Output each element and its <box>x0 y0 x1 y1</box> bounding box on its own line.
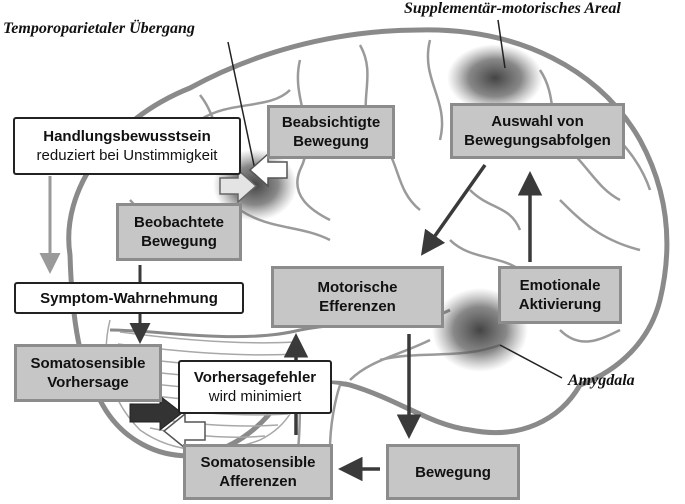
box-emotional-activation-line2: Aktivierung <box>518 296 602 313</box>
box-somatosensory-afferents: Somatosensible Afferenzen <box>183 444 333 500</box>
note-prediction-error-subtitle: wird minimiert <box>208 388 302 405</box>
compare-arrow-right-lower <box>129 394 183 432</box>
label-sma: Supplementär-motorisches Areal <box>404 0 621 17</box>
box-movement-label: Bewegung <box>415 463 491 481</box>
arrow-selection-to-efferents <box>420 163 487 256</box>
box-observed-movement: Beobachtete Bewegung <box>116 203 242 261</box>
note-agency-title: Handlungsbewusstsein <box>43 128 211 145</box>
box-intended-movement-line2: Bewegung <box>293 133 369 150</box>
box-motor-efferents-line1: Motorische <box>317 279 398 296</box>
box-somatosensory-prediction-line2: Vorhersage <box>47 374 129 391</box>
box-emotional-activation: Emotionale Aktivierung <box>498 266 622 324</box>
box-observed-movement-line2: Bewegung <box>141 233 217 250</box>
box-somatosensory-afferents-line2: Afferenzen <box>219 473 297 490</box>
box-movement: Bewegung <box>386 444 520 500</box>
label-temporoparietal: Temporoparietaler Übergang <box>3 20 195 37</box>
box-somatosensory-prediction: Somatosensible Vorhersage <box>14 344 162 402</box>
box-observed-movement-line1: Beobachtete <box>133 214 225 231</box>
blob-sma <box>447 44 543 112</box>
box-somatosensory-afferents-line1: Somatosensible <box>200 454 316 471</box>
compare-arrow-left-lower <box>162 412 206 450</box>
pointer-amygdala <box>499 344 563 379</box>
compare-arrow-right-upper <box>219 168 258 204</box>
label-amygdala: Amygdala <box>568 372 635 389</box>
note-symptom-perception: Symptom-Wahrnehmung <box>14 282 244 314</box>
box-emotional-activation-line1: Emotionale <box>519 277 601 294</box>
pointer-sma <box>497 19 506 69</box>
compare-arrow-left-upper <box>248 152 288 188</box>
box-sequence-selection: Auswahl von Bewegungsabfolgen <box>450 103 625 159</box>
pointer-temporoparietal <box>227 41 256 171</box>
note-symptom-label: Symptom-Wahrnehmung <box>40 289 218 307</box>
box-sequence-selection-line1: Auswahl von <box>491 113 584 130</box>
box-intended-movement: Beabsichtigte Bewegung <box>267 105 395 159</box>
note-agency-subtitle: reduziert bei Unstimmigkeit <box>36 147 218 164</box>
note-prediction-error-title: Vorhersagefehler <box>193 369 317 386</box>
box-sequence-selection-line2: Bewegungsabfolgen <box>464 132 611 149</box>
note-agency: Handlungsbewusstsein reduziert bei Unsti… <box>13 117 241 175</box>
box-somatosensory-prediction-line1: Somatosensible <box>30 355 146 372</box>
box-motor-efferents: Motorische Efferenzen <box>271 266 444 328</box>
box-motor-efferents-line2: Efferenzen <box>319 298 396 315</box>
box-intended-movement-line1: Beabsichtigte <box>281 114 381 131</box>
note-prediction-error: Vorhersagefehler wird minimiert <box>178 360 332 414</box>
